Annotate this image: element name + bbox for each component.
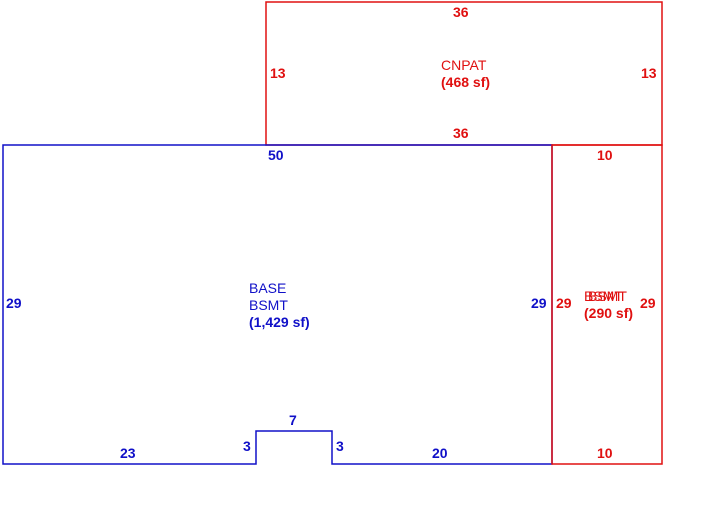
base-dim-right: 29 (531, 295, 547, 311)
base-dim-top: 50 (268, 147, 284, 163)
base-code: BASE (249, 280, 287, 296)
base-dim-notch-top: 7 (289, 412, 297, 428)
base-dim-notch-right: 3 (336, 438, 344, 454)
cnpat-code: CNPAT (441, 57, 487, 73)
cnpat-dim-top: 36 (453, 4, 469, 20)
cnpat-area: (468 sf) (441, 74, 491, 90)
base-area: (1,429 sf) (249, 314, 310, 330)
base-dim-notch-left: 3 (243, 438, 251, 454)
cnpat-dim-bottom: 36 (453, 125, 469, 141)
base-area-label: BASE BSMT (1,429 sf) (249, 280, 310, 331)
bsmt-code: BSMT (584, 288, 623, 304)
cnpat-area-label: CNPAT (468 sf) (441, 57, 490, 91)
cnpat-dim-left: 13 (270, 65, 286, 81)
bsmt-dim-top: 10 (597, 147, 613, 163)
bsmt-outline[interactable] (551, 144, 663, 465)
cnpat-dim-right: 13 (641, 65, 657, 81)
base-sub: BSMT (249, 297, 288, 313)
base-dim-bottom-right: 20 (432, 445, 448, 461)
bsmt-area-label: BSMT (290 sf) (584, 288, 633, 322)
bsmt-dim-bottom: 10 (597, 445, 613, 461)
base-dim-left: 29 (6, 295, 22, 311)
base-dim-bottom-left: 23 (120, 445, 136, 461)
bsmt-overlap-code: BSMT (588, 288, 627, 304)
bsmt-dim-right: 29 (640, 295, 656, 311)
bsmt-area: (290 sf) (584, 305, 634, 321)
bsmt-dim-left: 29 (556, 295, 572, 311)
